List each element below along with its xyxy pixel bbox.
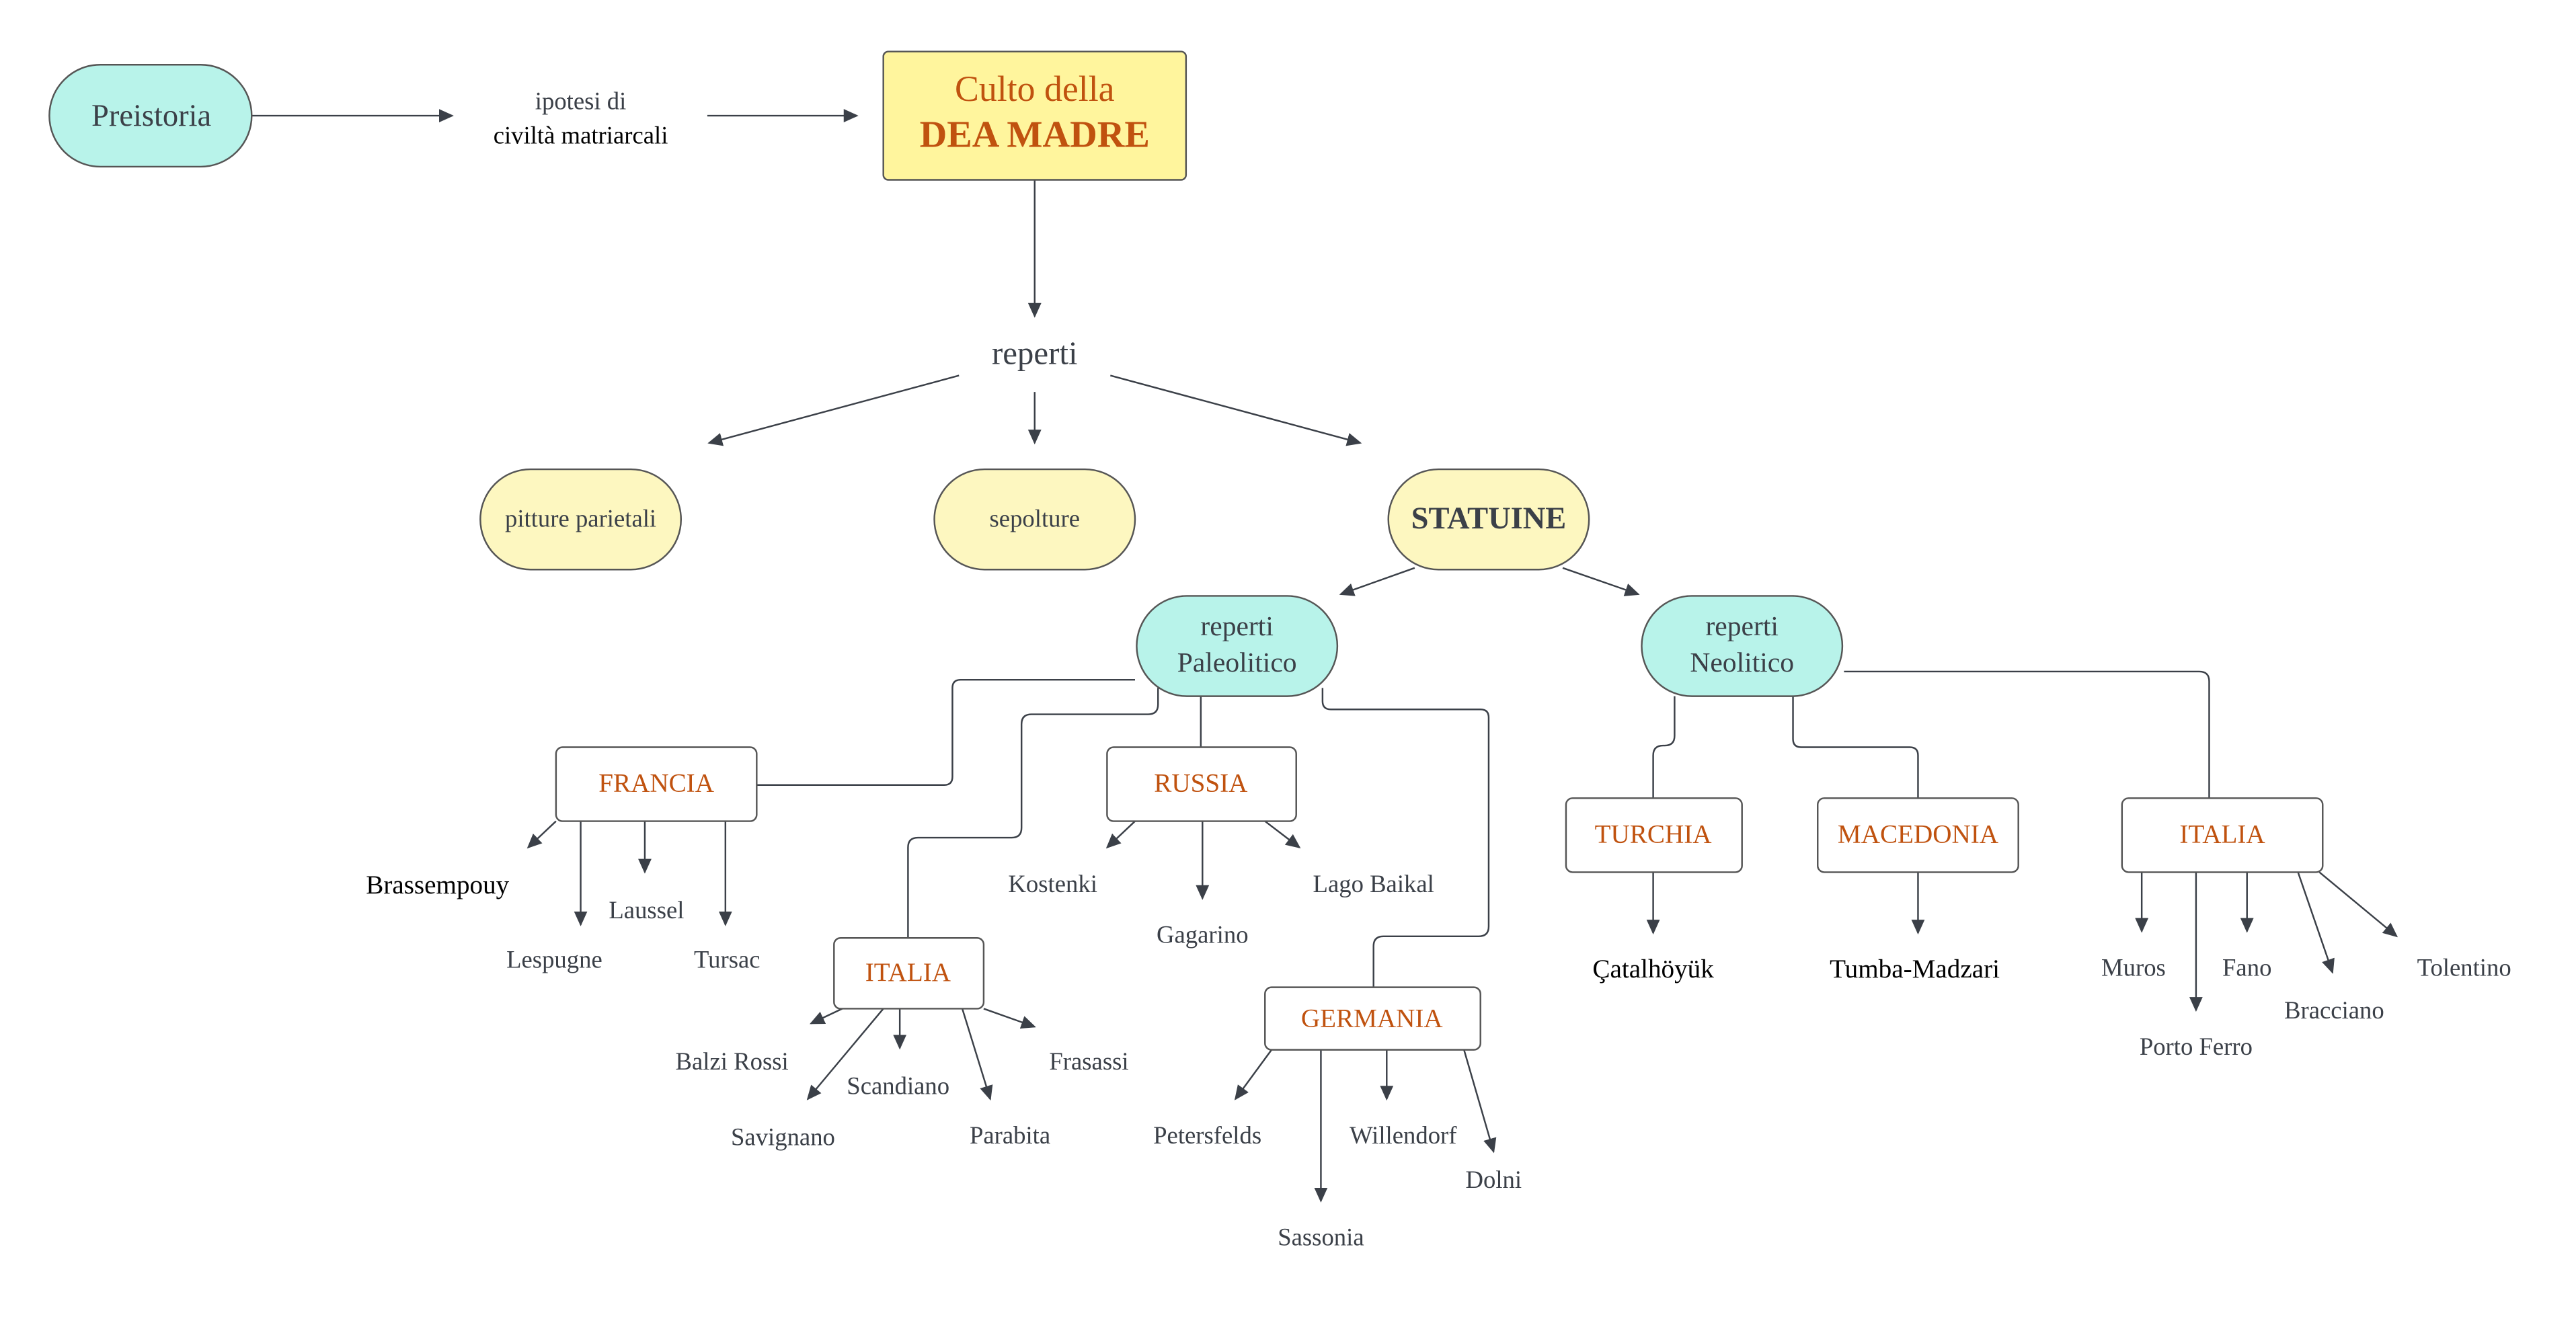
site-tumba-madzari: Tumba-Madzari: [1830, 955, 2000, 983]
node-ipotesi[interactable]: ipotesi di civiltà matriarcali: [494, 87, 668, 149]
edge-russia-lago-baikal: [1264, 820, 1301, 849]
site-tursac: Tursac: [694, 945, 760, 973]
node-ipotesi-line1: ipotesi di: [535, 87, 627, 114]
node-preistoria[interactable]: Preistoria: [48, 64, 253, 168]
country-francia-label: FRANCIA: [598, 769, 714, 798]
edge-neolitico-turchia: [1652, 696, 1676, 799]
node-neolitico-line2: Neolitico: [1690, 647, 1794, 678]
node-paleolitico-line1: reperti: [1200, 610, 1274, 641]
node-culto-line2: DEA MADRE: [920, 114, 1150, 156]
node-paleolitico-shape: [1136, 595, 1339, 697]
node-statuine-label: STATUINE: [1411, 501, 1567, 536]
site-tolentino: Tolentino: [2417, 954, 2511, 981]
site-lago-baikal: Lago Baikal: [1313, 870, 1434, 897]
edge-italia-tolentino: [2318, 871, 2398, 938]
edge-italia-frasassi: [983, 1008, 1036, 1029]
edge-neolitico-italia: [1844, 670, 2210, 799]
country-francia-box: [555, 746, 758, 822]
edge-russia-kostenki: [1105, 820, 1136, 849]
edge-germania-dolni: [1463, 1049, 1497, 1154]
edge-statuine-neolitico: [1562, 567, 1640, 596]
edge-reperti-statuine: [1109, 374, 1362, 446]
site-porto-ferro: Porto Ferro: [2140, 1033, 2253, 1060]
country-turchia-label: TURCHIA: [1595, 819, 1712, 848]
node-preistoria-label: Preistoria: [91, 99, 211, 133]
country-macedonia-box: [1817, 797, 2019, 873]
edge-paleolitico-germania: [1321, 688, 1490, 988]
country-macedonia-label: MACEDONIA: [1838, 819, 1998, 848]
node-pitture-label: pitture parietali: [505, 505, 656, 532]
node-reperti-neolitico[interactable]: reperti Neolitico: [1641, 595, 1844, 697]
edge-italia-balzi-rossi: [810, 1008, 843, 1025]
site-kostenki: Kostenki: [1008, 870, 1097, 897]
edge-statuine-paleolitico: [1339, 567, 1415, 596]
country-russia-label: RUSSIA: [1154, 769, 1247, 798]
edge-francia-brassempouy: [526, 820, 557, 849]
site-bracciano: Bracciano: [2284, 996, 2384, 1024]
site-parabita: Parabita: [970, 1121, 1050, 1149]
site-willendorf: Willendorf: [1350, 1121, 1457, 1149]
node-pitture-parietali[interactable]: pitture parietali: [479, 468, 682, 571]
site-fano: Fano: [2222, 954, 2271, 981]
edge-italia-parabita: [961, 1008, 993, 1101]
edge-italia-savignano: [806, 1008, 884, 1100]
node-paleolitico-line2: Paleolitico: [1177, 647, 1297, 678]
country-turchia[interactable]: TURCHIA: [1565, 797, 1743, 873]
site-catalhoyuk: Çatalhöyük: [1592, 955, 1714, 983]
country-italia-neolitico[interactable]: ITALIA: [2121, 797, 2324, 873]
node-neolitico-shape: [1641, 595, 1844, 697]
node-statuine-shape: [1387, 468, 1590, 571]
node-sepolture-label: sepolture: [990, 505, 1080, 532]
country-francia[interactable]: FRANCIA: [555, 746, 758, 822]
site-brassempouy: Brassempouy: [366, 871, 509, 899]
node-reperti[interactable]: reperti: [992, 334, 1078, 371]
node-culto-shape: [882, 50, 1187, 181]
edge-paleolitico-francia: [756, 678, 1135, 786]
site-balzi-rossi: Balzi Rossi: [676, 1047, 789, 1075]
site-savignano: Savignano: [731, 1123, 835, 1151]
country-germania-box: [1264, 986, 1481, 1051]
country-italia-paleolitico[interactable]: ITALIA: [833, 937, 985, 1010]
node-pitture-shape: [479, 468, 682, 571]
site-muros: Muros: [2101, 954, 2166, 981]
node-neolitico-line1: reperti: [1705, 610, 1778, 641]
site-scandiano: Scandiano: [847, 1072, 949, 1100]
country-germania[interactable]: GERMANIA: [1264, 986, 1481, 1051]
node-preistoria-shape: [48, 64, 253, 168]
country-macedonia[interactable]: MACEDONIA: [1817, 797, 2019, 873]
country-russia-box: [1106, 746, 1297, 822]
site-laussel: Laussel: [609, 896, 684, 924]
country-germania-label: GERMANIA: [1301, 1004, 1443, 1033]
edge-neolitico-macedonia: [1792, 696, 1919, 799]
node-sepolture[interactable]: sepolture: [933, 468, 1136, 571]
node-culto-dea-madre[interactable]: Culto della DEA MADRE: [882, 50, 1187, 181]
site-gagarino: Gagarino: [1157, 921, 1249, 949]
node-sepolture-shape: [933, 468, 1136, 571]
node-culto-line1: Culto della: [955, 69, 1115, 109]
site-petersfelds: Petersfelds: [1153, 1121, 1261, 1149]
node-ipotesi-line2: civiltà matriarcali: [494, 122, 668, 149]
edge-germania-petersfelds: [1234, 1049, 1273, 1100]
country-turchia-box: [1565, 797, 1743, 873]
edge-reperti-pitture: [707, 374, 960, 446]
node-statuine[interactable]: STATUINE: [1387, 468, 1590, 571]
country-italia-paleo-label: ITALIA: [865, 958, 951, 987]
node-reperti-paleolitico[interactable]: reperti Paleolitico: [1136, 595, 1339, 697]
edge-italia-bracciano: [2297, 872, 2335, 974]
site-sassonia: Sassonia: [1278, 1223, 1364, 1251]
country-italia-neo-label: ITALIA: [2179, 819, 2265, 848]
country-italia-paleo-box: [833, 937, 985, 1010]
site-dolni: Dolni: [1466, 1166, 1522, 1193]
site-lespugne: Lespugne: [506, 945, 602, 973]
country-russia[interactable]: RUSSIA: [1106, 746, 1297, 822]
site-frasassi: Frasassi: [1049, 1047, 1128, 1075]
edge-paleolitico-italia: [907, 688, 1159, 938]
country-italia-neo-box: [2121, 797, 2324, 873]
